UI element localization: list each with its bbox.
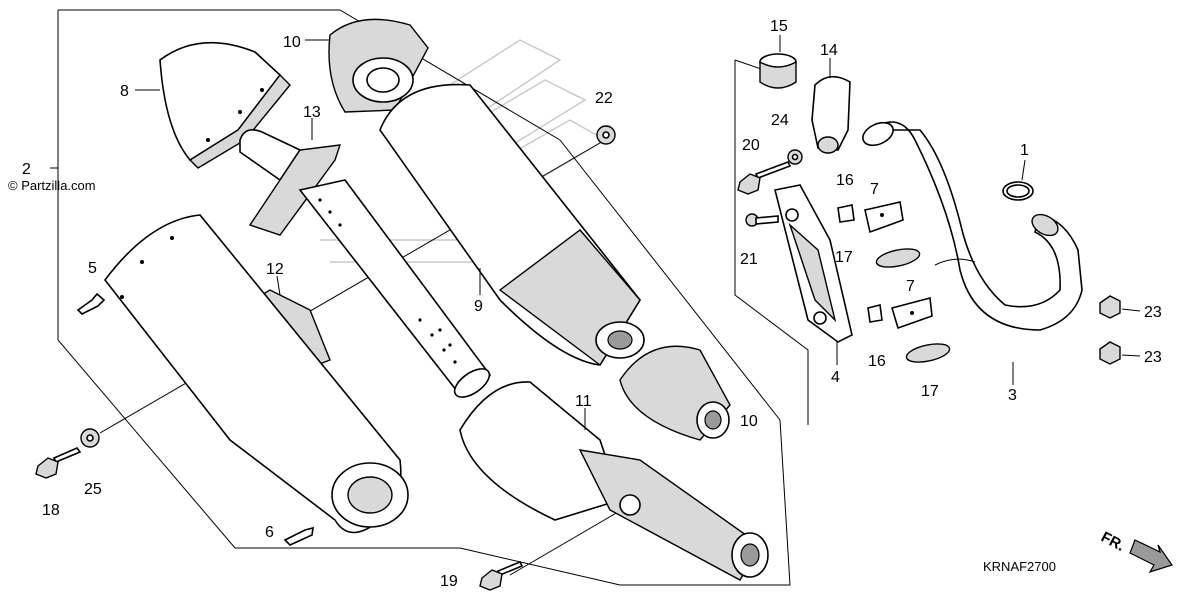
part-15-collar [759, 35, 797, 89]
callout-2[interactable]: 2 [22, 161, 31, 178]
part-20-bolt [737, 160, 792, 195]
callout-16b[interactable]: 16 [868, 353, 886, 370]
callout-9[interactable]: 9 [474, 298, 483, 315]
muffler-outer-shell [103, 214, 409, 534]
part-13-tail-pipe [239, 118, 492, 398]
callout-labels: 1 2 3 4 5 6 7 7 8 9 10 10 11 12 13 14 15… [22, 18, 1162, 590]
callout-24[interactable]: 24 [771, 112, 789, 129]
callout-20[interactable]: 20 [742, 137, 760, 154]
front-direction-arrow [1129, 539, 1173, 574]
part-11-muffler-sub [459, 381, 769, 581]
callout-5[interactable]: 5 [88, 260, 97, 277]
part-17-clamp-upper [875, 248, 921, 268]
callout-23a[interactable]: 23 [1144, 304, 1162, 321]
callout-15[interactable]: 15 [770, 18, 788, 35]
callout-23b[interactable]: 23 [1144, 349, 1162, 366]
callout-16a[interactable]: 16 [836, 172, 854, 189]
callout-3[interactable]: 3 [1008, 387, 1017, 404]
callout-13[interactable]: 13 [303, 104, 321, 121]
muffler-assembly-frame [50, 9, 791, 586]
partzilla-watermark: © Partzilla.com [8, 178, 96, 193]
callout-8[interactable]: 8 [120, 83, 129, 100]
part-24-washer [787, 149, 803, 165]
callout-10a[interactable]: 10 [283, 34, 301, 51]
callout-11[interactable]: 11 [575, 393, 592, 410]
perforation-holes [318, 198, 457, 364]
part-16-clip-nut-upper [837, 204, 855, 223]
callout-7b[interactable]: 7 [906, 278, 915, 295]
part-10-protector-bottom [619, 345, 731, 441]
callout-7a[interactable]: 7 [870, 181, 879, 198]
callout-21[interactable]: 21 [740, 251, 758, 268]
callout-6[interactable]: 6 [265, 524, 274, 541]
callout-14[interactable]: 14 [820, 42, 838, 59]
callout-10b[interactable]: 10 [740, 413, 758, 430]
diagram-code: KRNAF2700 [983, 559, 1056, 574]
part-4-heat-protector [774, 184, 853, 365]
part-9-muffler-inner [379, 83, 645, 367]
callout-17a[interactable]: 17 [835, 249, 853, 266]
part-16-clip-nut-lower [867, 304, 883, 323]
callout-4[interactable]: 4 [831, 369, 840, 386]
fasteners [35, 125, 616, 591]
part-1-gasket [1002, 159, 1034, 201]
callout-19[interactable]: 19 [440, 573, 458, 590]
callout-22[interactable]: 22 [595, 90, 613, 107]
part-17-clamp-lower [905, 343, 951, 363]
part-8-end-cap [135, 41, 291, 169]
callout-17b[interactable]: 17 [921, 383, 939, 400]
callout-12[interactable]: 12 [266, 261, 284, 278]
part-7-stay-lower [890, 296, 933, 330]
callout-18[interactable]: 18 [42, 502, 60, 519]
callout-25[interactable]: 25 [84, 481, 102, 498]
part-10-protector-top [305, 18, 429, 113]
part-14-joint-clamp [811, 58, 851, 154]
part-3-exhaust-pipe [862, 121, 1083, 385]
front-direction-label: FR. [1098, 529, 1127, 555]
part-23-nuts [1099, 295, 1141, 365]
part-21-bolt [745, 213, 779, 227]
part-7-stay-upper [864, 201, 904, 234]
callout-1[interactable]: 1 [1020, 142, 1029, 159]
